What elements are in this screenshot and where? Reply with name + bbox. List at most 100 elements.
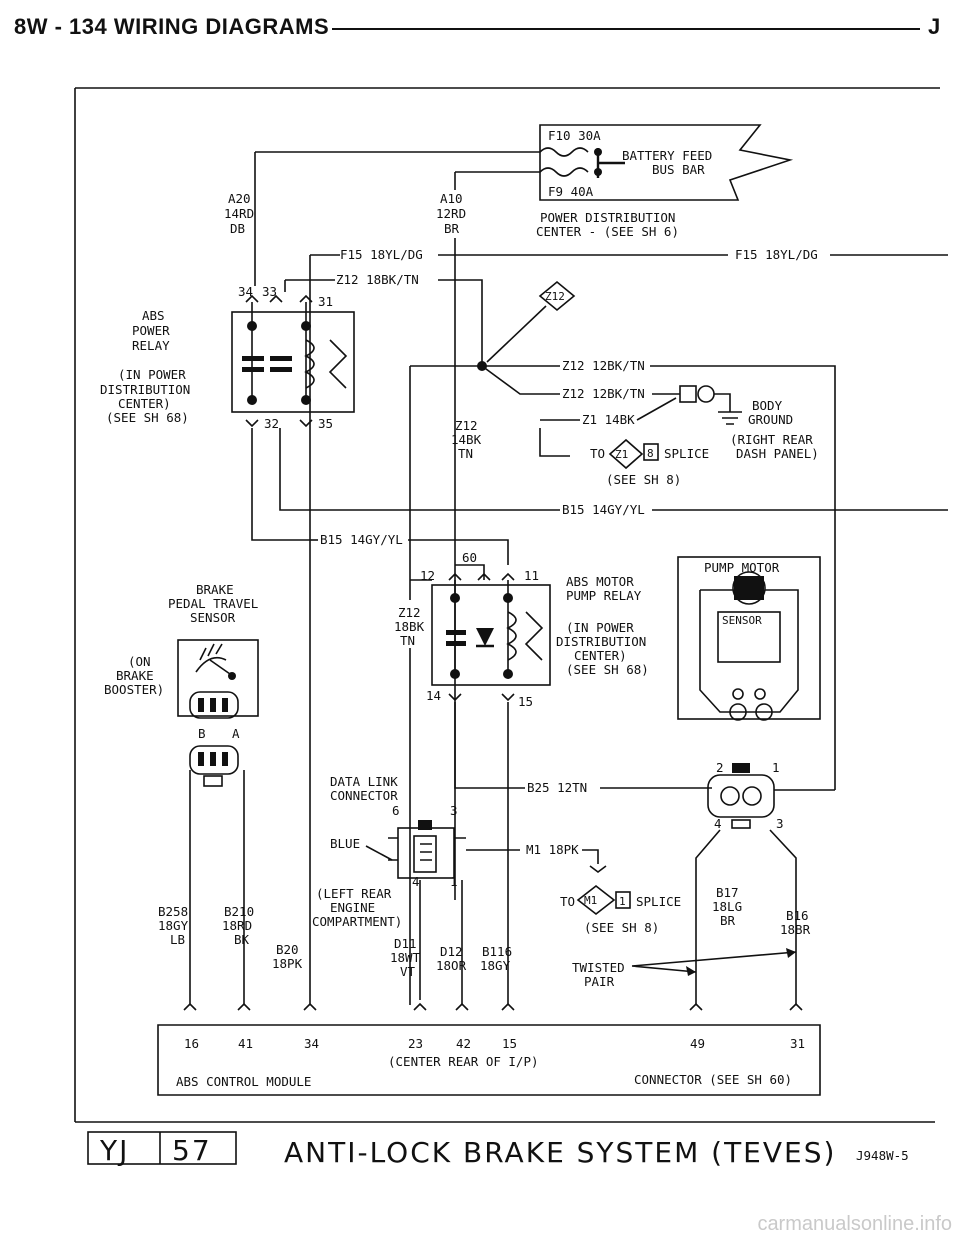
m1-wire-right xyxy=(582,849,599,864)
b210-color: BK xyxy=(234,932,250,947)
twisted-pair-2: PAIR xyxy=(584,974,615,989)
b15-right-label: B15 14GY/YL xyxy=(562,502,645,517)
twisted-pair-1: TWISTED xyxy=(572,960,625,975)
b15-wire-upper xyxy=(279,428,560,511)
a10-code: A10 xyxy=(440,191,463,206)
m1-splice-num: 1 xyxy=(619,895,626,908)
relay2-pin-14: 14 xyxy=(426,688,441,703)
dlc-location-3: COMPARTMENT) xyxy=(312,914,402,929)
z1-splice-to: TO xyxy=(590,446,605,461)
z12-12bk-wire-b xyxy=(481,365,560,395)
abs-control-module xyxy=(157,900,821,1096)
bus-bar-label: BUS BAR xyxy=(652,162,705,177)
a20-code: A20 xyxy=(228,191,251,206)
brake-pedal-sensor xyxy=(177,639,259,719)
m1-splice-word: SPLICE xyxy=(636,894,681,909)
pump-pin-4: 4 xyxy=(714,816,722,831)
module-pin-31: 31 xyxy=(790,1036,805,1051)
module-pin-23: 23 xyxy=(408,1036,423,1051)
ground-ground: GROUND xyxy=(748,412,793,427)
dlc-pin-3: 3 xyxy=(450,803,458,818)
brake-sensor-title-1: BRAKE xyxy=(196,582,234,597)
module-pin-49: 49 xyxy=(690,1036,705,1051)
ground-location-1: (RIGHT REAR xyxy=(730,432,813,447)
b16-code: B16 xyxy=(786,908,809,923)
abs-power-relay-title-2: POWER xyxy=(132,323,170,338)
data-link-connector xyxy=(388,820,466,879)
pump-pin-3: 3 xyxy=(776,816,784,831)
z12-18bk-v-color: TN xyxy=(400,633,415,648)
abs-motor-relay-loc-1: (IN POWER xyxy=(566,620,634,635)
brake-sensor-connector xyxy=(189,745,239,787)
brake-sensor-pin-b: B xyxy=(198,726,206,741)
ground-symbol xyxy=(714,393,742,425)
abs-motor-relay-loc-3: CENTER) xyxy=(574,648,627,663)
z12-tag-diamond xyxy=(538,280,576,312)
d11-code: D11 xyxy=(394,936,417,951)
f15-right-label: F15 18YL/DG xyxy=(735,247,818,262)
ground-location-2: DASH PANEL) xyxy=(736,446,819,461)
fuse-f9-label: F9 40A xyxy=(548,184,594,199)
brake-sensor-pin-a: A xyxy=(232,726,240,741)
b25-wire-left xyxy=(454,702,525,789)
z12-14bk-gauge: 14BK xyxy=(451,432,482,447)
dlc-pin-1: 1 xyxy=(450,874,458,889)
f15-left-label: F15 18YL/DG xyxy=(340,247,423,262)
d11-gauge: 18WT xyxy=(390,950,421,965)
z12-18bk-wire xyxy=(284,279,335,292)
d12-code: D12 xyxy=(440,944,463,959)
z1-splice-num: 8 xyxy=(647,447,654,460)
module-name: ABS CONTROL MODULE xyxy=(176,1074,311,1089)
z1-splice-word: SPLICE xyxy=(664,446,709,461)
z12-18bk-v-gauge: 18BK xyxy=(394,619,425,634)
relay1-pin32-wire xyxy=(251,428,310,541)
pump-pin-2: 2 xyxy=(716,760,724,775)
footer-title: ANTI-LOCK BRAKE SYSTEM (TEVES) xyxy=(284,1136,836,1169)
watermark: carmanualsonline.info xyxy=(757,1213,952,1235)
f15-wire-left xyxy=(309,254,340,900)
dlc-title-1: DATA LINK xyxy=(330,774,398,789)
abs-power-relay-loc-1: (IN POWER xyxy=(118,367,186,382)
a10-gauge: 12RD xyxy=(436,206,466,221)
b25-label: B25 12TN xyxy=(527,780,587,795)
b15-left-label: B15 14GY/YL xyxy=(320,532,403,547)
abs-motor-relay-title-2: PUMP RELAY xyxy=(566,588,642,603)
twisted-pair-leaders xyxy=(631,951,797,973)
brake-sensor-loc-3: BOOSTER) xyxy=(104,682,164,697)
pdc-label: POWER DISTRIBUTION xyxy=(540,210,675,225)
module-location: (CENTER REAR OF I/P) xyxy=(388,1054,539,1069)
relay1-pin-33: 33 xyxy=(262,284,277,299)
abs-power-relay-loc-4: (SEE SH 68) xyxy=(106,410,189,425)
relay2-pin-15: 15 xyxy=(518,694,533,709)
pdc-see-label: CENTER - (SEE SH 6) xyxy=(536,224,679,239)
abs-power-relay-loc-2: DISTRIBUTION xyxy=(100,382,190,397)
a20-gauge: 14RD xyxy=(224,206,254,221)
relay1-pin-34: 34 xyxy=(238,284,253,299)
pump-motor-title: PUMP MOTOR xyxy=(704,560,780,575)
d11-color: VT xyxy=(400,964,416,979)
module-pin-34: 34 xyxy=(304,1036,319,1051)
b210-gauge: 18RD xyxy=(222,918,252,933)
dlc-blue-leader xyxy=(365,845,393,861)
pump-motor: PUMP MOTOR SENSOR xyxy=(677,556,821,721)
page-header-right: J xyxy=(928,14,941,39)
b210-code: B210 xyxy=(224,904,254,919)
brake-sensor-title-2: PEDAL TRAVEL xyxy=(168,596,258,611)
abs-motor-relay-title-1: ABS MOTOR xyxy=(566,574,634,589)
dlc-blue-label: BLUE xyxy=(330,836,360,851)
brake-sensor-loc-2: BRAKE xyxy=(116,668,154,683)
fuse-f10-label: F10 30A xyxy=(548,128,601,143)
b20-code: B20 xyxy=(276,942,299,957)
dlc-pin-4: 4 xyxy=(412,874,420,889)
b17-gauge: 18LG xyxy=(712,899,742,914)
abs-power-relay: 34 33 31 32 35 xyxy=(231,284,355,431)
b116-code: B116 xyxy=(482,944,512,959)
module-pin-16: 16 xyxy=(184,1036,199,1051)
pump-motor-connector: 2 1 4 3 xyxy=(707,760,784,831)
page-header-left: 8W - 134 WIRING DIAGRAMS xyxy=(14,14,330,39)
z1-splice-box xyxy=(643,443,659,461)
z12-18bk-label: Z12 18BK/TN xyxy=(336,272,419,287)
b20-gauge: 18PK xyxy=(272,956,303,971)
brake-sensor-loc-1: (ON xyxy=(128,654,151,669)
z12-18bk-to-splice xyxy=(438,279,483,365)
